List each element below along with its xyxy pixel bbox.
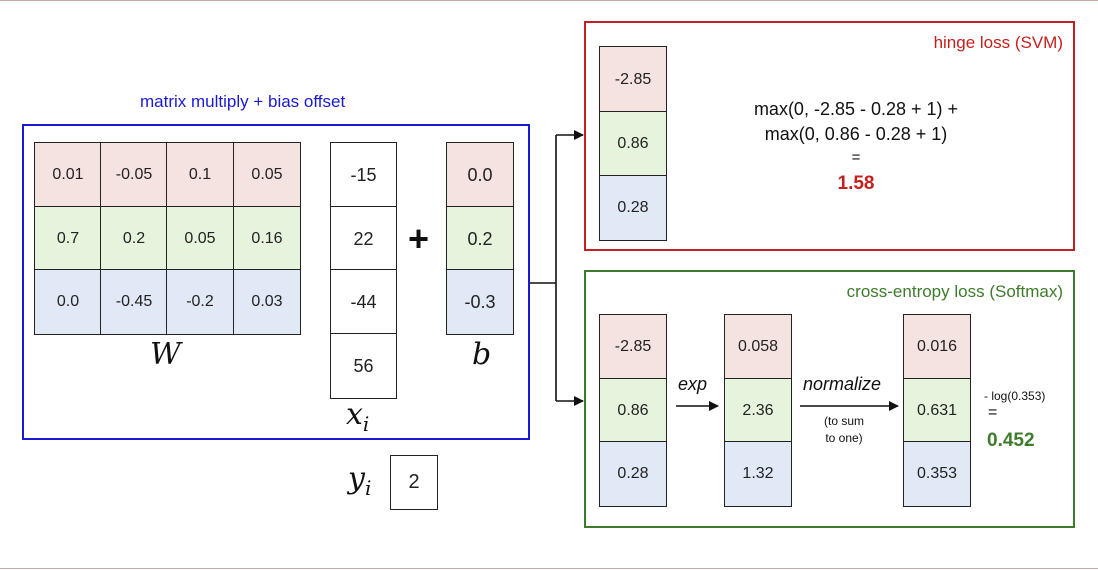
b-cell: 0.2 xyxy=(446,206,514,272)
w-cell: 0.03 xyxy=(233,269,301,335)
exp-vector: 0.058 2.36 1.32 xyxy=(724,314,792,507)
softmax-section-box xyxy=(584,270,1075,528)
w-cell: 0.2 xyxy=(100,206,168,272)
w-cell: 0.05 xyxy=(233,142,301,208)
b-label: b xyxy=(472,337,492,372)
exp-cell: 0.058 xyxy=(724,314,792,380)
y-label-subscript: i xyxy=(364,476,372,500)
bottom-frame-line xyxy=(0,568,1098,569)
matrix-section-box xyxy=(22,124,530,440)
normalize-label: normalize xyxy=(803,374,882,394)
svm-equals: = xyxy=(851,149,861,166)
svm-formula-line-2: max(0, 0.86 - 0.28 + 1) xyxy=(764,124,948,144)
w-cell: 0.05 xyxy=(166,206,234,272)
svm-section-box xyxy=(584,21,1075,251)
softmax-score-cell: -2.85 xyxy=(599,314,667,380)
split-connector xyxy=(529,135,557,401)
exp-cell: 2.36 xyxy=(724,378,792,444)
bias-vector: 0.0 0.2 -0.3 xyxy=(446,142,514,335)
log-formula: - log(0.353) xyxy=(984,389,1046,403)
svm-score-cell: 0.28 xyxy=(599,175,667,241)
probability-cell: 0.016 xyxy=(903,314,971,380)
x-label: xi xyxy=(346,397,369,436)
w-label: W xyxy=(150,337,181,372)
w-cell: 0.0 xyxy=(34,269,102,335)
x-cell: -44 xyxy=(330,269,397,335)
w-cell: -0.2 xyxy=(166,269,234,335)
w-cell: -0.05 xyxy=(100,142,168,208)
w-cell: -0.45 xyxy=(100,269,168,335)
softmax-score-vector: -2.85 0.86 0.28 xyxy=(599,314,667,507)
top-frame-line xyxy=(0,0,1098,1)
weight-matrix: 0.01 -0.05 0.1 0.05 0.7 0.2 0.05 0.16 0.… xyxy=(34,142,301,335)
label-value-box: 2 xyxy=(390,455,438,510)
input-vector: -15 22 -44 56 xyxy=(330,142,397,399)
w-cell: 0.16 xyxy=(233,206,301,272)
svm-result: 1.58 xyxy=(837,173,875,194)
svm-formula-line-1: max(0, -2.85 - 0.28 + 1) + xyxy=(753,99,959,119)
normalize-note-line-2: to one) xyxy=(825,431,863,445)
softmax-score-cell: 0.86 xyxy=(599,378,667,444)
probability-cell: 0.353 xyxy=(903,441,971,507)
w-cell: 0.1 xyxy=(166,142,234,208)
w-cell: 0.01 xyxy=(34,142,102,208)
exp-label: exp xyxy=(678,374,708,394)
svm-score-vector: -2.85 0.86 0.28 xyxy=(599,46,667,241)
softmax-score-cell: 0.28 xyxy=(599,441,667,507)
x-cell: 56 xyxy=(330,333,397,399)
svm-score-cell: -2.85 xyxy=(599,46,667,113)
x-label-main: x xyxy=(346,397,363,432)
matrix-section-title: matrix multiply + bias offset xyxy=(140,92,346,111)
b-cell: -0.3 xyxy=(446,269,514,335)
x-cell: 22 xyxy=(330,206,397,272)
x-cell: -15 xyxy=(330,142,397,208)
exp-cell: 1.32 xyxy=(724,441,792,507)
x-label-subscript: i xyxy=(362,412,370,436)
plus-sign: + xyxy=(408,218,430,259)
b-cell: 0.0 xyxy=(446,142,514,208)
y-label-main: y xyxy=(348,461,365,496)
softmax-result: 0.452 xyxy=(987,430,1035,451)
y-label: yi xyxy=(348,461,371,500)
w-cell: 0.7 xyxy=(34,206,102,272)
softmax-section-title: cross-entropy loss (Softmax) xyxy=(846,282,1063,301)
probability-cell: 0.631 xyxy=(903,378,971,444)
svm-score-cell: 0.86 xyxy=(599,111,667,177)
probability-vector: 0.016 0.631 0.353 xyxy=(903,314,971,507)
softmax-equals: = xyxy=(988,404,998,421)
svm-section-title: hinge loss (SVM) xyxy=(933,33,1063,52)
normalize-note-line-1: (to sum xyxy=(823,414,864,428)
